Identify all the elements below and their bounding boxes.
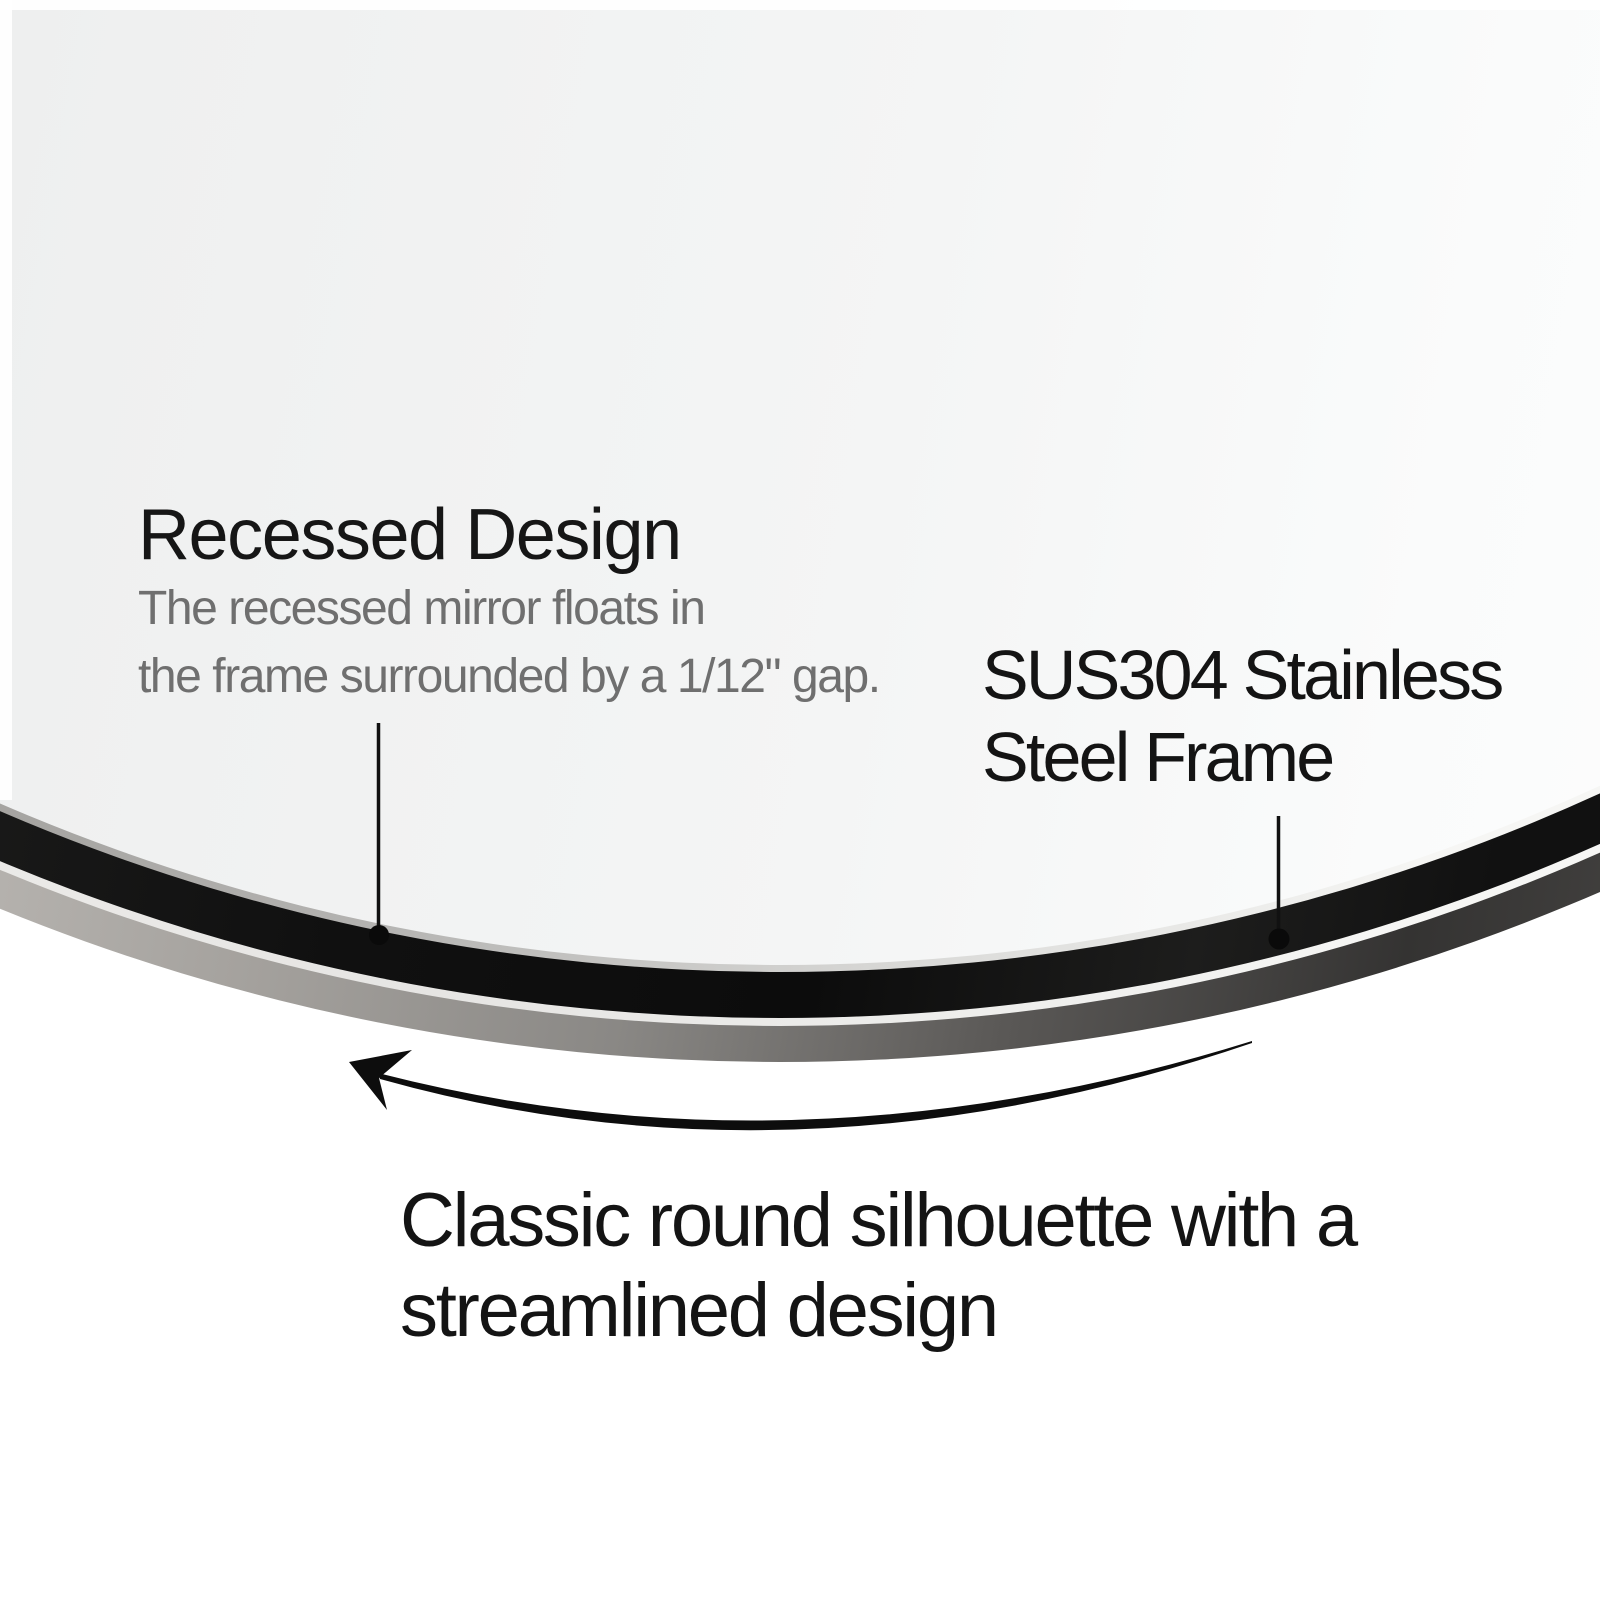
frame-label-line2: Steel Frame: [982, 718, 1335, 796]
recessed-desc-line1: The recessed mirror floats in: [138, 582, 706, 635]
caption-line1: Classic round silhouette with a: [400, 1178, 1358, 1263]
arrow-head: [349, 1050, 412, 1110]
caption-line2: streamlined design: [400, 1268, 999, 1353]
pointer-dot: [369, 925, 389, 945]
pointer-dot: [1268, 928, 1290, 950]
frame-pointer: [1268, 816, 1290, 950]
callout-frame-label: SUS304 Stainless Steel Frame: [982, 634, 1504, 798]
curved-arrow-icon: [349, 1041, 1252, 1131]
callout-recessed-title: Recessed Design: [138, 495, 682, 575]
photo-margin-left: [0, 0, 12, 800]
mirror-surface: [0, 0, 1600, 965]
recessed-desc-line2: the frame surrounded by a 1/12" gap.: [138, 650, 881, 703]
arrow-shaft: [378, 1041, 1252, 1131]
recessed-pointer: [369, 723, 389, 945]
frame-label-line1: SUS304 Stainless: [982, 636, 1504, 714]
callout-recessed-description: The recessed mirror floats in the frame …: [138, 575, 881, 711]
caption-text: Classic round silhouette with a streamli…: [400, 1176, 1358, 1356]
photo-margin-top: [0, 0, 1600, 10]
